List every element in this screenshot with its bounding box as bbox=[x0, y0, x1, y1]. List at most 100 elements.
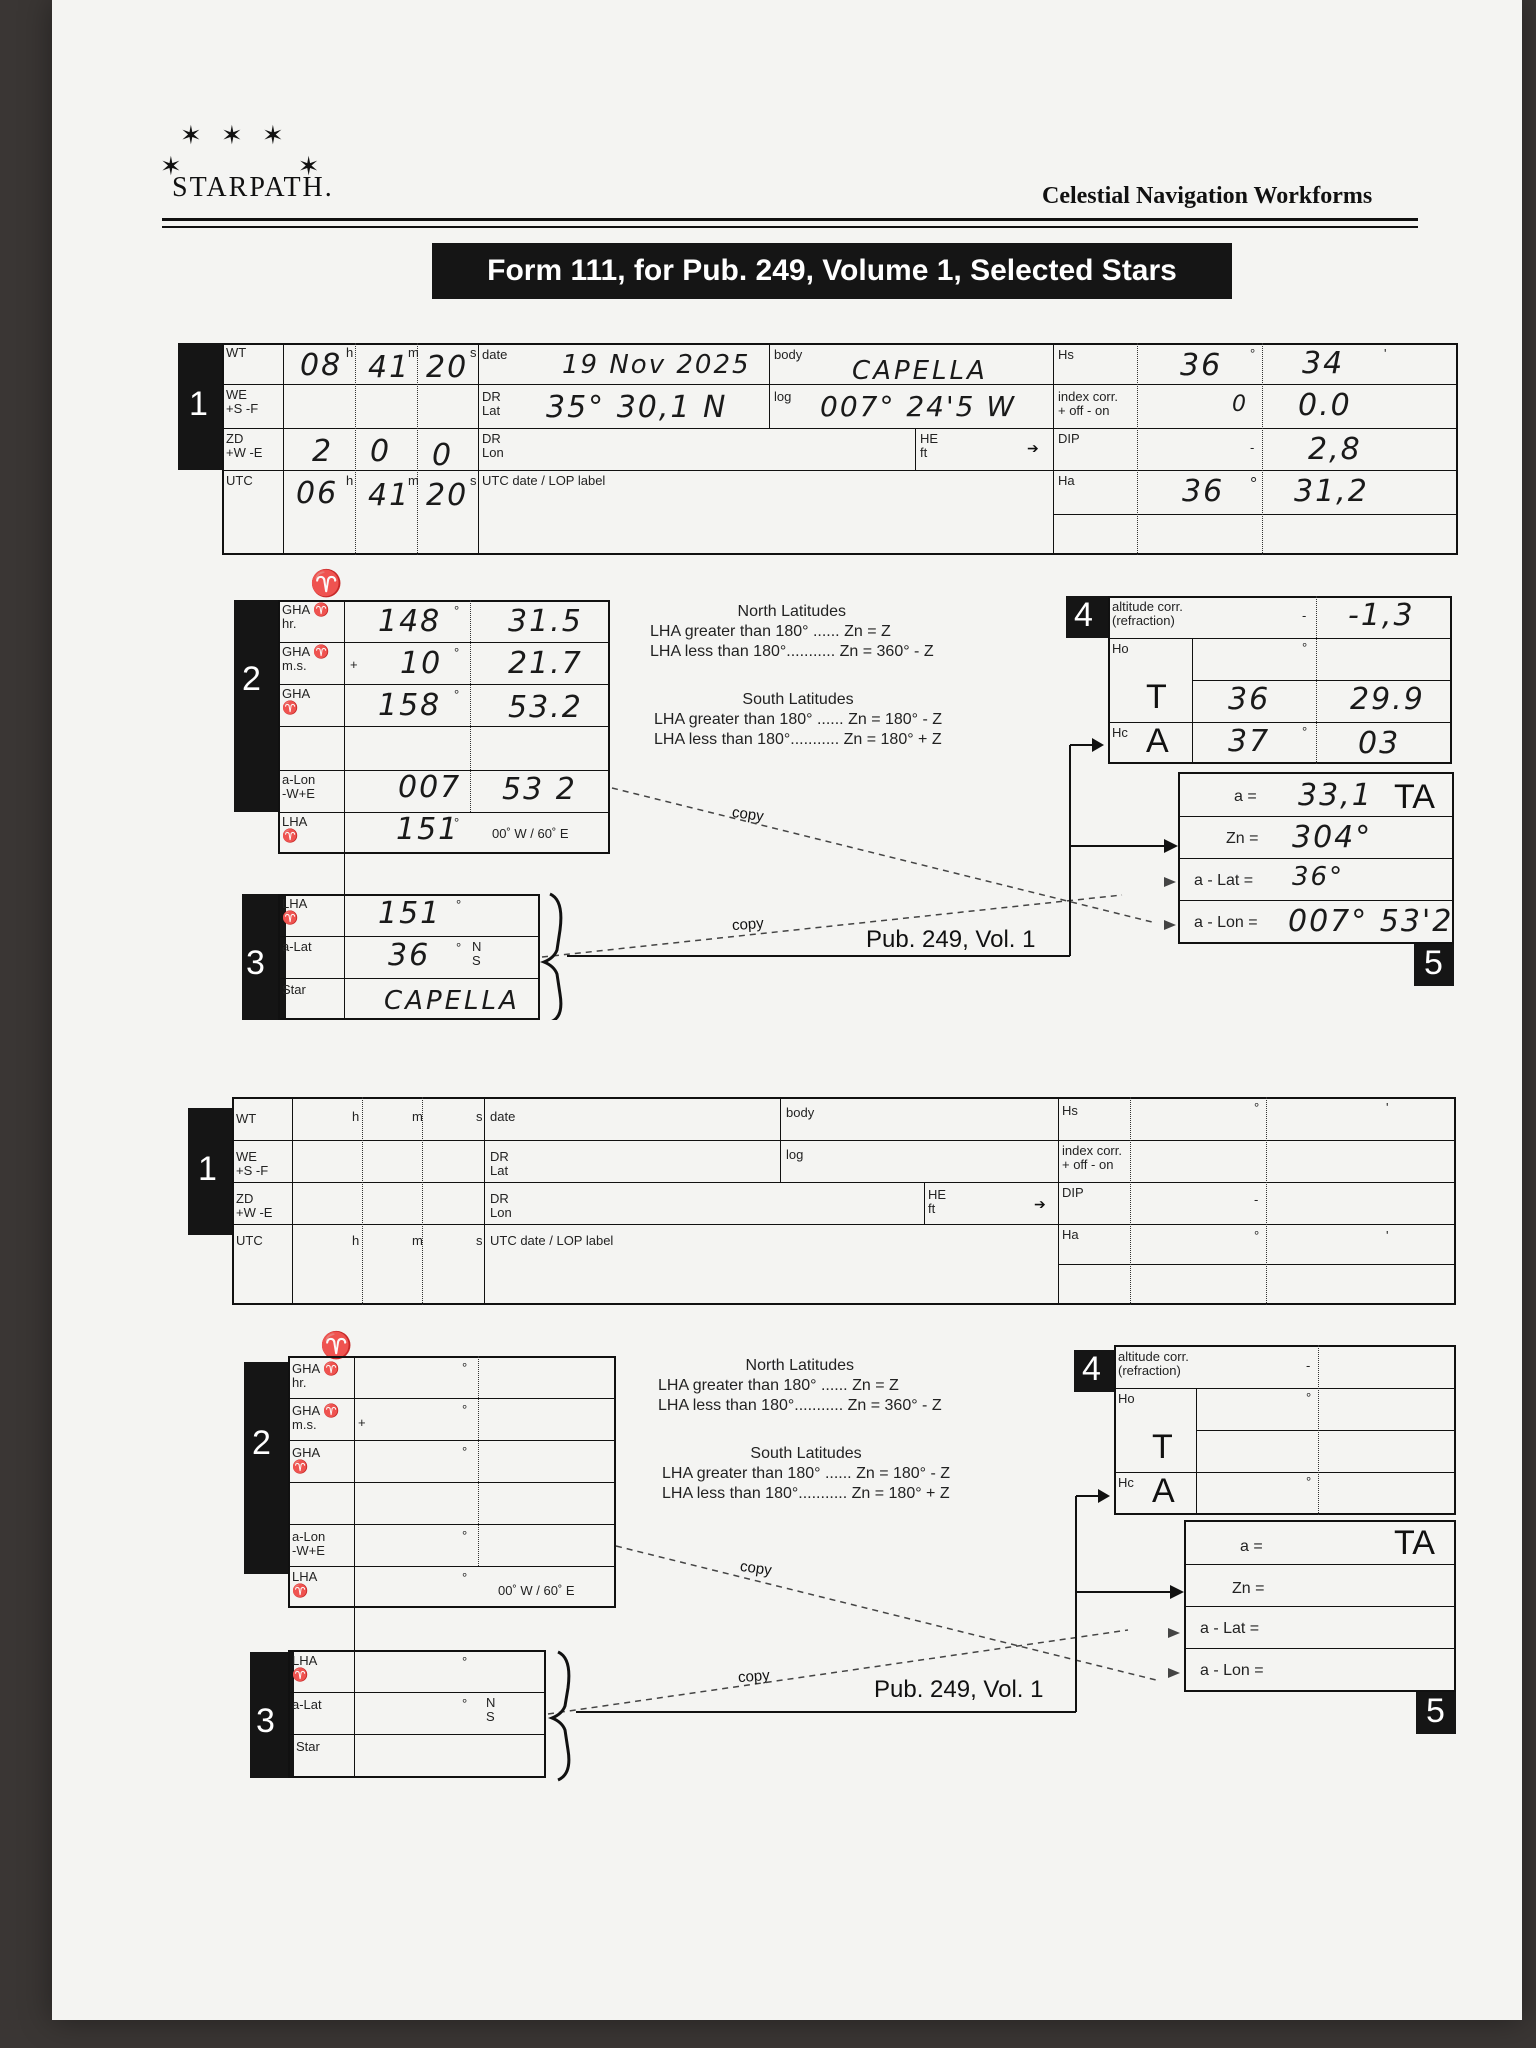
labels-deg: ° bbox=[456, 940, 462, 955]
labels-minus: - bbox=[1306, 1358, 1311, 1373]
ta-label: TA bbox=[1394, 778, 1435, 816]
vl bbox=[283, 343, 284, 555]
altitude-box bbox=[1108, 596, 1452, 764]
hl bbox=[1053, 514, 1456, 515]
gha-hr-label: GHA ♈ hr. bbox=[282, 602, 330, 631]
utc-minutes[interactable]: 41 bbox=[368, 478, 411, 513]
star-label: Star bbox=[282, 982, 306, 997]
a-lon-value[interactable]: 007° 53'2 bbox=[1288, 904, 1454, 939]
labels-north-lat: North Latitudes bbox=[745, 1357, 855, 1374]
gha-minutes[interactable]: 53.2 bbox=[508, 690, 583, 725]
hs-degrees[interactable]: 36 bbox=[1180, 348, 1223, 383]
zd-minutes[interactable]: 0 bbox=[370, 434, 392, 469]
hl bbox=[1178, 816, 1452, 817]
time-entry-box bbox=[222, 343, 1458, 555]
lha-label: LHA ♈ bbox=[282, 814, 308, 843]
hl bbox=[288, 1440, 616, 1441]
gha-hr-degrees[interactable]: 148 bbox=[378, 604, 442, 639]
star-entry-box bbox=[278, 894, 540, 1020]
gha-degrees[interactable]: 158 bbox=[378, 688, 442, 723]
labels-deg: ° bbox=[454, 603, 460, 618]
labels-utc: UTC bbox=[236, 1233, 263, 1248]
index-minutes[interactable]: 0.0 bbox=[1298, 388, 1352, 423]
labels-gha-hr: GHA ♈ hr. bbox=[292, 1361, 340, 1390]
away-letter: A bbox=[1146, 722, 1169, 760]
wt-hours[interactable]: 08 bbox=[300, 348, 343, 383]
ho-degrees[interactable]: 36 bbox=[1228, 682, 1271, 717]
gha-hr-minutes[interactable]: 31.5 bbox=[508, 604, 583, 639]
dv bbox=[355, 343, 356, 555]
labels-deg: ° bbox=[1254, 1228, 1260, 1243]
hs-minutes[interactable]: 34 bbox=[1302, 346, 1345, 381]
labels-s2: LHA less than 180°........... Zn = 180° … bbox=[662, 1485, 950, 1502]
zd-hours[interactable]: 2 bbox=[312, 434, 334, 469]
lha-degrees[interactable]: 151 bbox=[396, 812, 460, 847]
aries-symbol: ♈ bbox=[310, 568, 343, 598]
section-4-marker bbox=[1066, 596, 1108, 638]
hl bbox=[232, 1140, 1454, 1141]
hl bbox=[278, 812, 610, 813]
dv bbox=[1137, 343, 1138, 555]
hc-degrees[interactable]: 37 bbox=[1228, 724, 1271, 759]
labels-s: s bbox=[470, 345, 477, 360]
a-lat-value[interactable]: 36° bbox=[1292, 862, 1345, 892]
labels-plus: + bbox=[358, 1415, 366, 1430]
utc-hours[interactable]: 06 bbox=[296, 476, 339, 511]
dip-minutes[interactable]: 2,8 bbox=[1308, 432, 1362, 467]
hl bbox=[1108, 638, 1450, 639]
ha-minutes[interactable]: 31,2 bbox=[1294, 474, 1369, 509]
hl bbox=[232, 1182, 1454, 1183]
vl bbox=[354, 1608, 355, 1652]
zd-seconds[interactable]: 0 bbox=[432, 438, 454, 473]
hc-minutes[interactable]: 03 bbox=[1358, 726, 1401, 761]
labels-pub: Pub. 249, Vol. 1 bbox=[874, 1676, 1044, 1703]
gha-ms-minutes[interactable]: 21.7 bbox=[508, 646, 583, 681]
wt-minutes[interactable]: 41 bbox=[368, 350, 411, 385]
star-entry-box-blank bbox=[288, 1650, 546, 1778]
ho-minutes[interactable]: 29.9 bbox=[1350, 682, 1425, 717]
vl bbox=[1053, 343, 1054, 555]
a-lon-degrees[interactable]: 007 bbox=[398, 770, 462, 805]
a-lon-label: a-Lon -W+E bbox=[282, 772, 316, 801]
wt-seconds[interactable]: 20 bbox=[426, 350, 469, 385]
ha-degrees[interactable]: 36 bbox=[1182, 474, 1225, 509]
labels-dr-lat: DR Lat bbox=[490, 1149, 509, 1178]
labels-deg: ° bbox=[454, 815, 460, 830]
labels-s1: LHA greater than 180° ...... Zn = 180° -… bbox=[654, 711, 943, 728]
labels-plus: + bbox=[350, 657, 358, 672]
gha-ms-degrees[interactable]: 10 bbox=[400, 646, 443, 681]
a-lon-minutes[interactable]: 53 2 bbox=[502, 772, 577, 807]
lha3-degrees[interactable]: 151 bbox=[378, 896, 442, 931]
labels-date: date bbox=[490, 1109, 516, 1124]
a-lat-degrees[interactable]: 36 bbox=[388, 938, 431, 973]
star-name[interactable]: CAPELLA bbox=[384, 986, 520, 1016]
dr-lon-label: DR Lon bbox=[482, 431, 504, 460]
el: ✶ bbox=[160, 151, 188, 181]
a-value[interactable]: 33,1 bbox=[1298, 778, 1373, 813]
labels-n1: LHA greater than 180° ...... Zn = Z bbox=[658, 1377, 899, 1394]
we-label: WE +S -F bbox=[226, 387, 259, 416]
section-2-marker-blank bbox=[244, 1362, 288, 1574]
hl bbox=[278, 978, 540, 979]
vl bbox=[915, 428, 916, 470]
labels-a-lon-eq: a - Lon = bbox=[1200, 1662, 1264, 1679]
index-degrees[interactable]: 0 bbox=[1232, 392, 1248, 417]
hl bbox=[222, 470, 1456, 471]
utc-seconds[interactable]: 20 bbox=[426, 478, 469, 513]
alt-corr-label: altitude corr. (refraction) bbox=[1112, 599, 1183, 628]
log-value[interactable]: 007° 24'5 W bbox=[820, 390, 1017, 423]
hl bbox=[1184, 1606, 1454, 1607]
hl bbox=[288, 1524, 616, 1525]
labels-deg: ° bbox=[462, 1696, 468, 1711]
zn-value[interactable]: 304° bbox=[1292, 820, 1373, 855]
hl bbox=[288, 1398, 616, 1399]
dr-lat-value[interactable]: 35° 30,1 N bbox=[546, 390, 728, 425]
labels-minus: - bbox=[1250, 440, 1255, 455]
hl bbox=[278, 726, 610, 727]
alt-corr-value[interactable]: -1,3 bbox=[1348, 598, 1415, 633]
date-value[interactable]: 19 Nov 2025 bbox=[562, 350, 751, 380]
body-value[interactable]: CAPELLA bbox=[852, 356, 988, 386]
labels-south-lat: South Latitudes bbox=[750, 1445, 862, 1462]
